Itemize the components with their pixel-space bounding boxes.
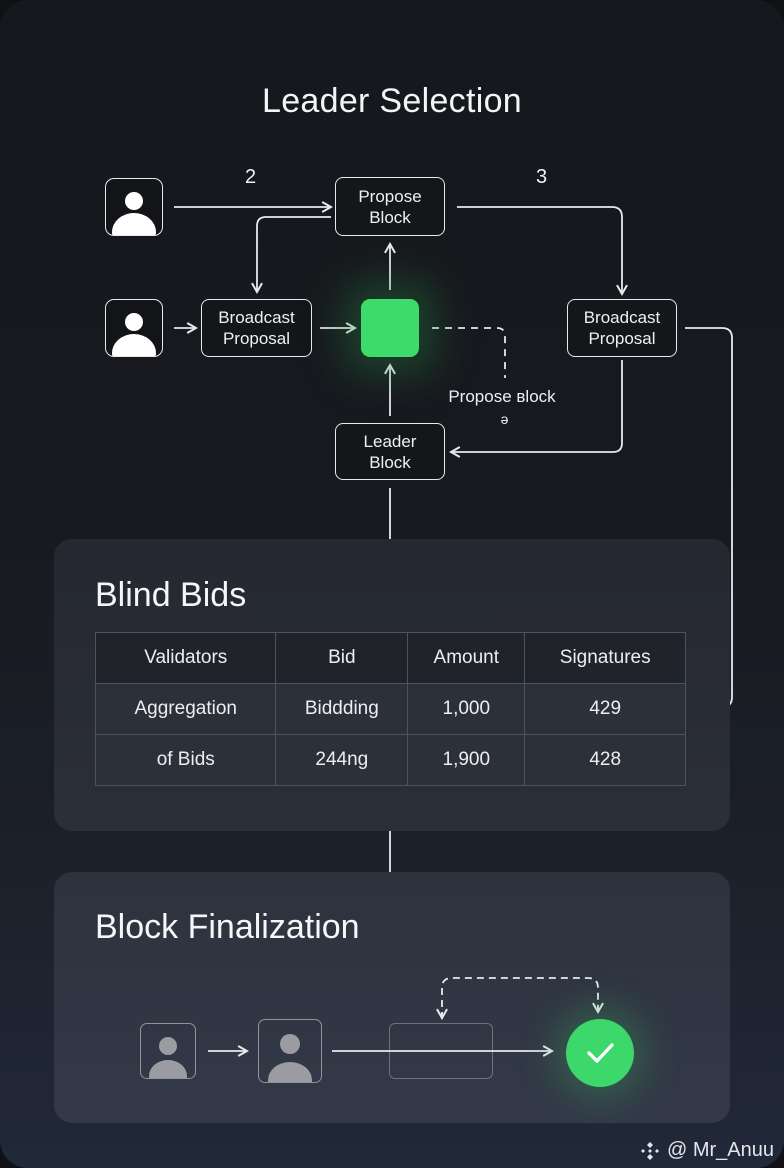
validator-avatar-medium [258, 1019, 322, 1083]
arrow-propose-to-broadcast-right [457, 206, 628, 297]
table-cell: 428 [524, 734, 686, 786]
arrow-propose-to-broadcast-left [251, 216, 331, 295]
blind-bids-title: Blind Bids [95, 576, 247, 614]
table-row: Aggregation Biddding 1,000 429 [94, 683, 686, 735]
user-icon-head [125, 313, 143, 331]
binance-logo-icon [640, 1141, 659, 1160]
bids-table: Validators Bid Amount Signatures Aggrega… [94, 632, 686, 786]
finalization-connectors [208, 977, 604, 1057]
user-icon-body [112, 334, 156, 356]
propose-block-dashed-label: Propose вlock [448, 387, 556, 406]
selected-leader-node [361, 299, 419, 357]
block-finalization-title: Block Finalization [95, 908, 360, 946]
block-finalization-panel: Block Finalization [54, 872, 730, 1123]
validator-avatar-1 [105, 178, 163, 236]
dashed-feedback-loop [441, 977, 604, 1019]
column-header-amount: Amount [407, 632, 526, 684]
table-cell: 1,900 [407, 734, 526, 786]
user-icon-head [280, 1034, 300, 1054]
table-cell: of Bids [94, 734, 277, 786]
arrow-broadcast-right-to-leader-block [448, 360, 623, 458]
validator-avatar-small [140, 1023, 196, 1079]
user-icon-body [268, 1062, 312, 1082]
validator-avatar-2 [105, 299, 163, 357]
user-icon-head [125, 192, 143, 210]
step-3-label: 3 [536, 166, 548, 188]
column-header-validators: Validators [94, 632, 277, 684]
propose-block-dashed-sublabel: ə [500, 411, 509, 427]
column-header-signatures: Signatures [524, 632, 686, 684]
checkmark-icon [587, 1043, 614, 1063]
column-header-bid: Bid [275, 632, 409, 684]
step-2-label: 2 [245, 166, 257, 188]
leader-selection-title: Leader Selection [262, 82, 522, 120]
user-icon-body [149, 1060, 187, 1078]
table-cell: Aggregation [94, 683, 277, 735]
watermark-handle: @ Mr_Anuu [666, 1139, 774, 1161]
broadcast-proposal-right-node: Broadcast Proposal [567, 299, 677, 357]
blind-bids-panel: Blind Bids Validators Bid Amount Signatu… [54, 539, 730, 831]
table-row: of Bids 244ng 1,900 428 [94, 734, 686, 786]
dashed-propose-path [432, 327, 506, 378]
table-cell: 1,000 [407, 683, 526, 735]
leader-block-node: Leader Block [335, 423, 445, 480]
table-cell: 244ng [275, 734, 409, 786]
user-icon-head [159, 1037, 177, 1055]
table-cell: 429 [524, 683, 686, 735]
table-cell: Biddding [275, 683, 409, 735]
bids-table-header: Validators Bid Amount Signatures [94, 632, 686, 684]
broadcast-proposal-left-node: Broadcast Proposal [201, 299, 312, 357]
watermark: @ Mr_Anuu [639, 1139, 774, 1162]
finalized-check-icon [566, 1019, 634, 1087]
user-icon-body [112, 213, 156, 235]
propose-block-node: Propose Block [335, 177, 445, 236]
